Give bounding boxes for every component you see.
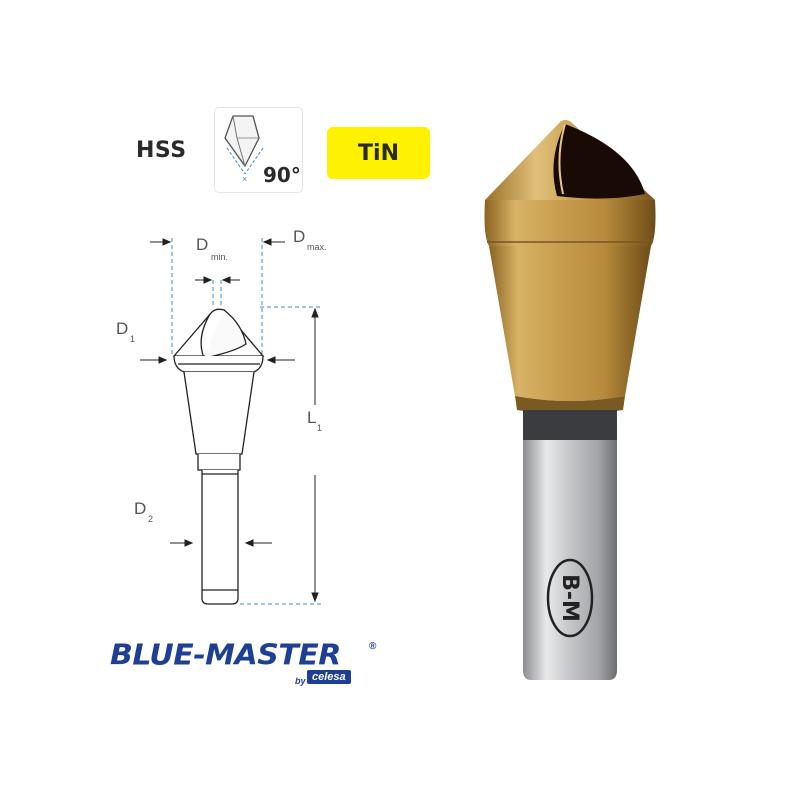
registered-mark: ® — [369, 641, 377, 652]
material-label: HSS — [136, 138, 187, 163]
countersink-tip-icon: × — [224, 115, 264, 184]
brand-by: by — [295, 676, 306, 686]
point-angle-icon: × — [215, 108, 302, 192]
d2-subscript: 2 — [148, 514, 153, 524]
shank-marking: B-M — [557, 574, 582, 622]
dimension-arrows — [140, 238, 319, 603]
point-angle-value: 90° — [263, 163, 301, 187]
tool-outline — [172, 308, 265, 605]
brand-logo: BLUE-MASTER — [110, 638, 341, 673]
coating-badge: TiN — [327, 127, 430, 179]
d-min-label: D — [196, 235, 208, 254]
l1-subscript: 1 — [317, 423, 322, 433]
d2-label: D — [134, 499, 146, 518]
d1-subscript: 1 — [130, 334, 135, 344]
l1-label: L — [307, 408, 316, 427]
d-min-subscript: min. — [211, 252, 228, 262]
technical-drawing: D min. D max. D 1 L 1 D 2 — [100, 220, 360, 620]
d-max-subscript: max. — [307, 242, 327, 252]
coating-label: TiN — [358, 140, 399, 166]
d1-label: D — [116, 319, 128, 338]
countersink-product-image: B-M — [465, 110, 675, 690]
d-max-label: D — [293, 227, 305, 246]
svg-text:×: × — [242, 174, 247, 184]
dimension-guides — [171, 238, 322, 605]
maker-logo: celesa — [307, 670, 351, 684]
